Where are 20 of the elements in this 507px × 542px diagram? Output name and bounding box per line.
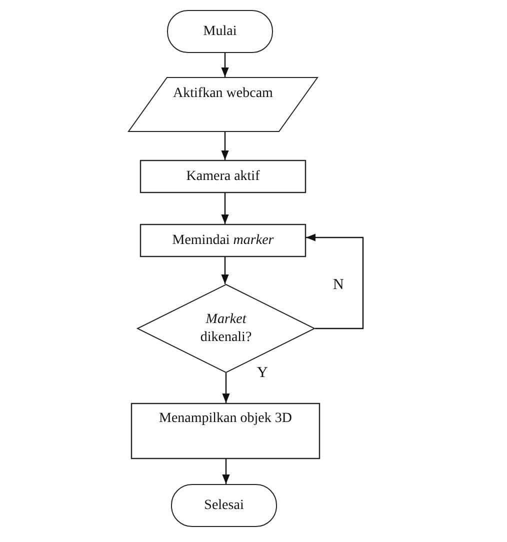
process-box [140,160,306,193]
arrow [221,53,229,77]
arrow [222,373,230,403]
process-box [131,403,320,459]
node-label: Menampilkan objek 3D [159,410,292,428]
node-label: Aktifkan webcam [173,85,273,102]
arrow [221,132,229,160]
input-parallelogram [128,77,318,132]
node-label: Selesai [204,496,244,514]
arrow [222,459,230,484]
process-box [140,224,306,257]
terminator-shape [171,484,277,527]
node-label: Market dikenali? [199,311,253,346]
terminator-shape [167,10,273,53]
node-label: Mulai [203,22,237,40]
node-label: Memindai marker [172,232,274,250]
node-label: Kamera aktif [186,168,260,186]
arrow [306,234,364,330]
arrow [221,193,229,224]
arrow [221,257,229,284]
